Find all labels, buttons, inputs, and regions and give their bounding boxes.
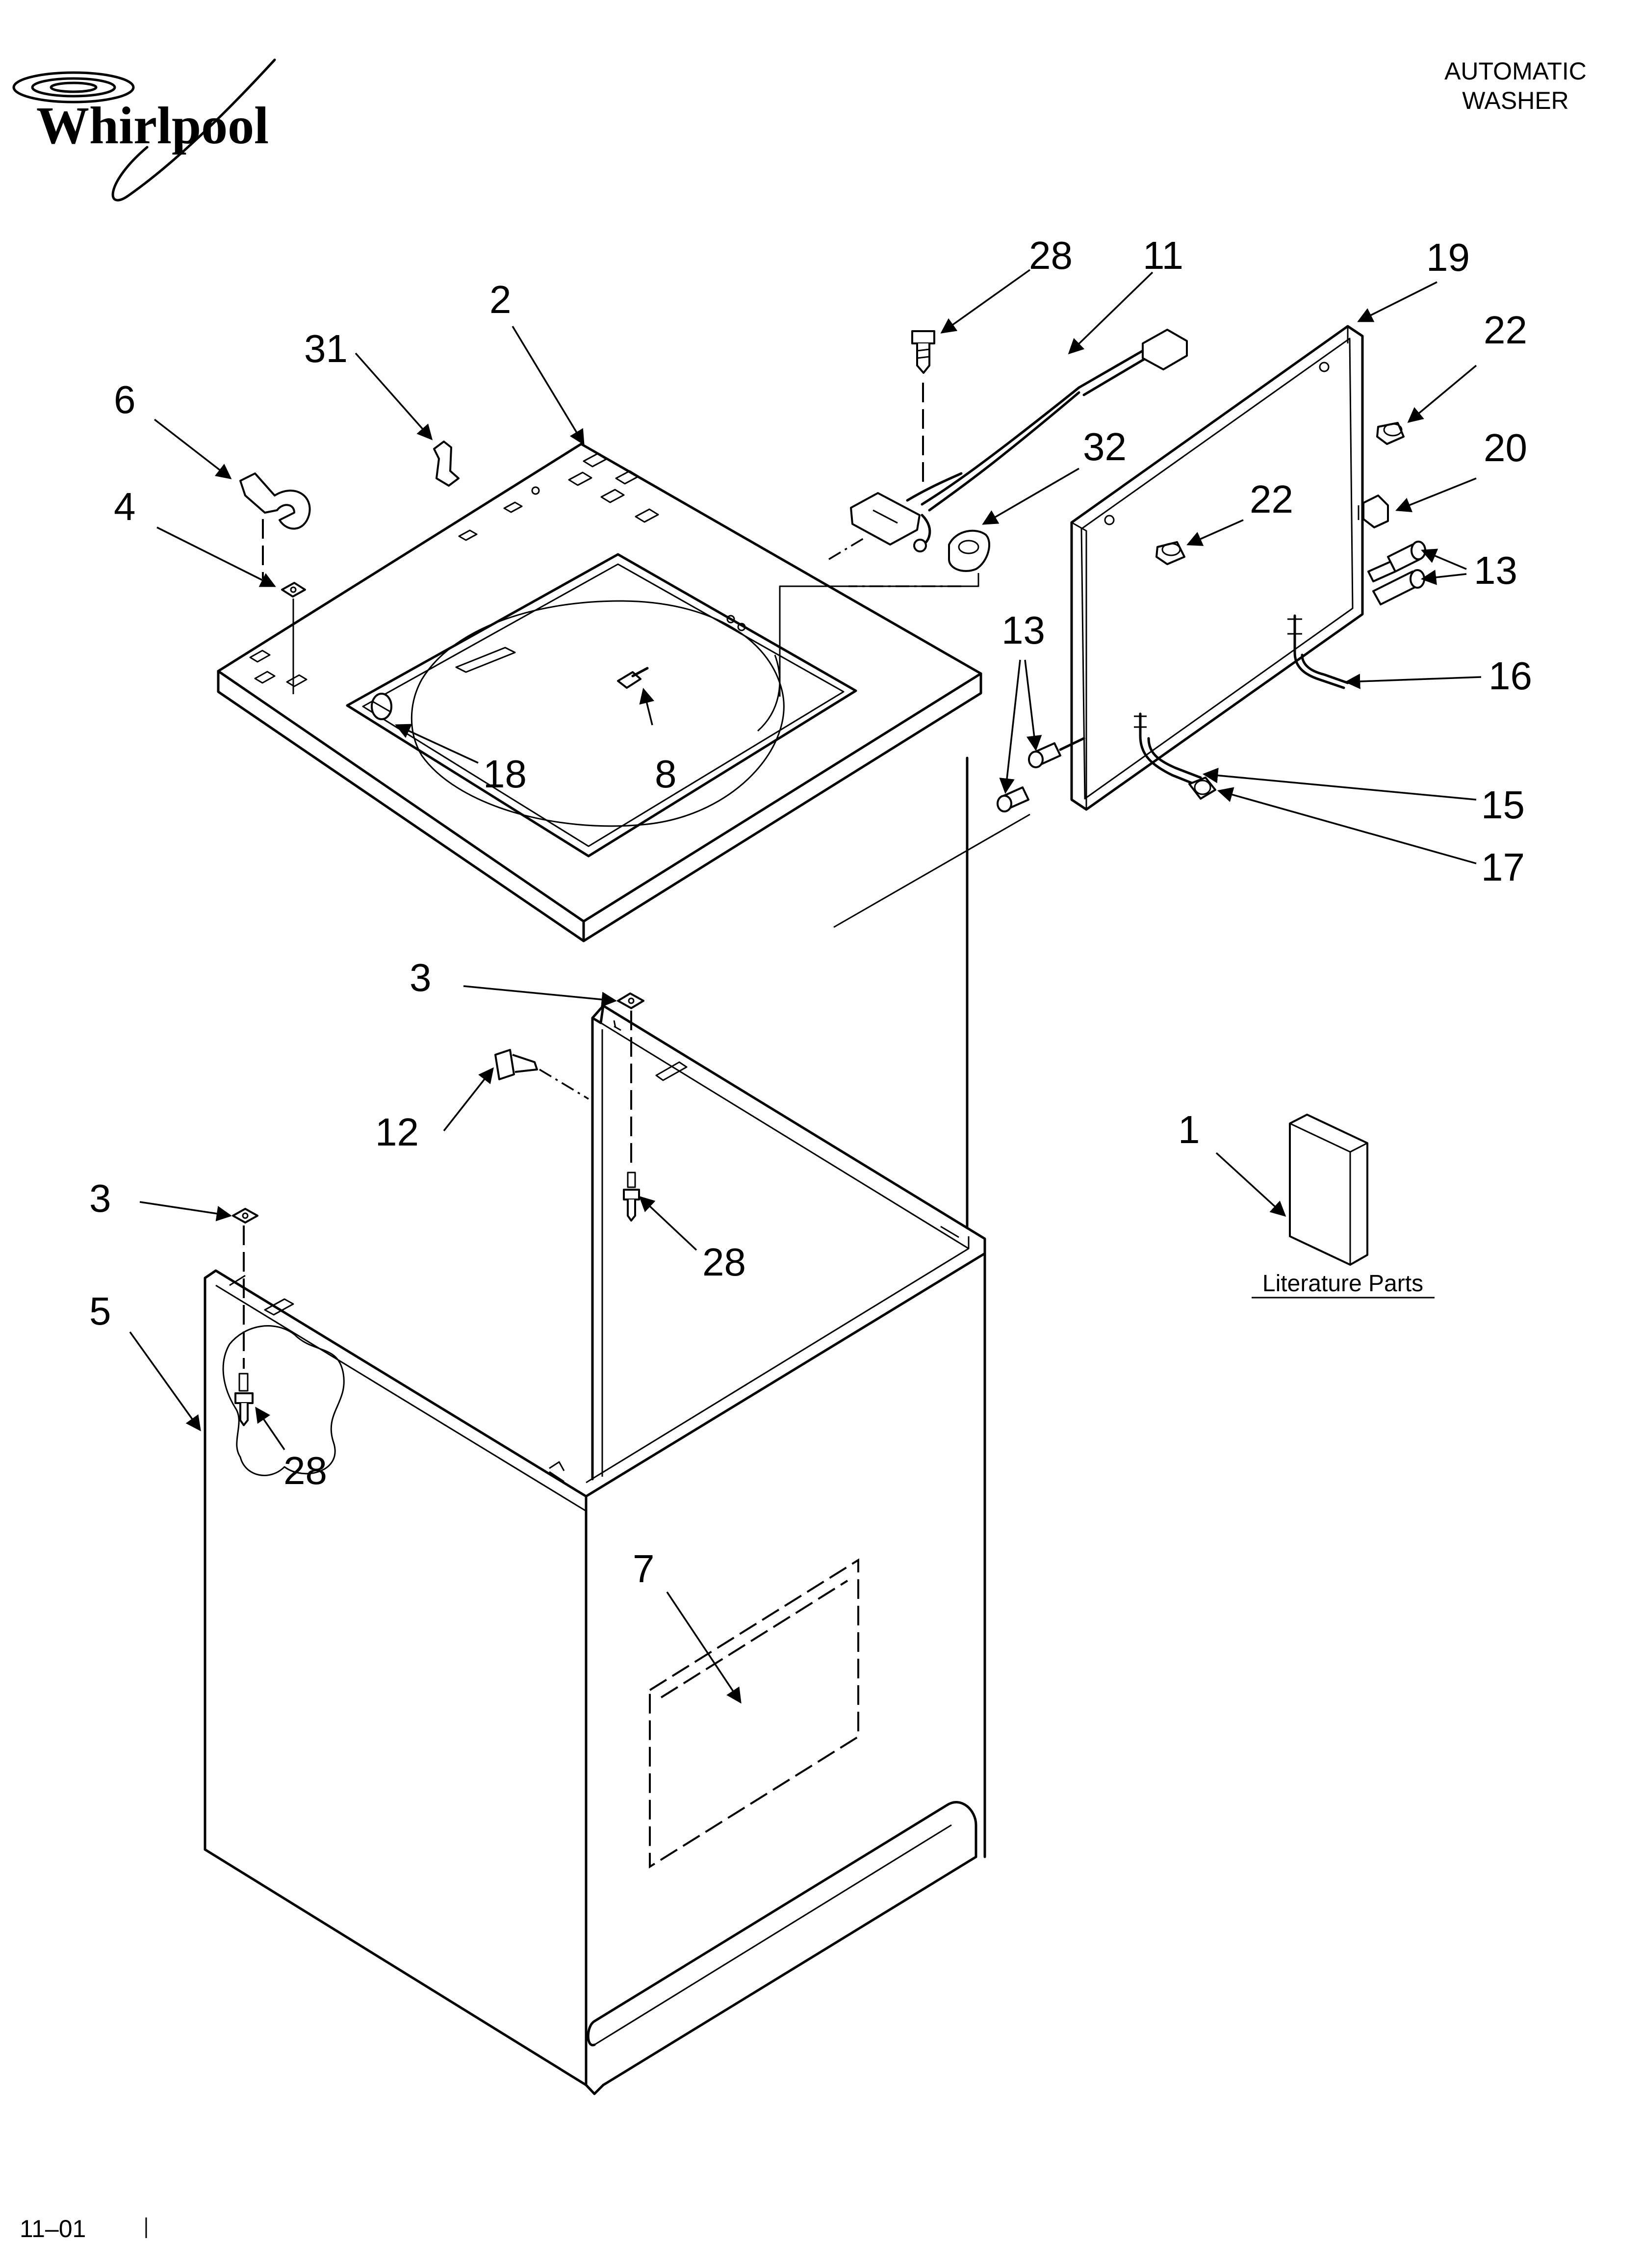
callout-13-left: 13 xyxy=(1001,608,1045,652)
callout-28-mid: 28 xyxy=(702,1240,746,1284)
callout-22-right: 22 xyxy=(1484,308,1527,352)
lid-frame xyxy=(1070,325,1364,811)
callout-3-upper: 3 xyxy=(410,956,432,999)
hinge-rod-16 xyxy=(1287,614,1349,689)
top-slots xyxy=(249,453,746,687)
leader-lines xyxy=(129,269,1482,1704)
align-line-lid xyxy=(833,813,1030,928)
doc-title-line1: AUTOMATIC xyxy=(1444,57,1587,85)
align-line-switch-left xyxy=(828,538,864,560)
hinge-bushing-22-right xyxy=(1376,422,1405,445)
doc-title-line2: WASHER xyxy=(1462,87,1569,114)
hinge-bushing-22-inner xyxy=(1155,541,1185,565)
callout-20: 20 xyxy=(1484,426,1527,469)
console-panel-outline-7 xyxy=(649,1558,859,1869)
callout-11: 11 xyxy=(1143,234,1183,277)
whirlpool-logo: Whirlpool xyxy=(12,58,276,202)
top-cover xyxy=(217,443,982,942)
callout-8: 8 xyxy=(655,752,677,796)
callout-12: 12 xyxy=(375,1110,419,1154)
callout-7: 7 xyxy=(633,1547,655,1590)
align-line-screw-12 xyxy=(539,1069,589,1100)
hinge-pin-20 xyxy=(1358,495,1389,528)
nut-4 xyxy=(281,582,306,598)
screw-8 xyxy=(617,667,649,689)
callout-22-inner: 22 xyxy=(1250,477,1293,521)
callout-18: 18 xyxy=(483,752,527,796)
screw-28-mid xyxy=(623,1172,640,1222)
callout-6: 6 xyxy=(114,378,136,421)
nut-3-upper xyxy=(617,992,644,1009)
callout-17: 17 xyxy=(1481,845,1525,889)
bushing-17 xyxy=(1188,777,1216,800)
callout-16: 16 xyxy=(1488,654,1532,698)
clip-6 xyxy=(239,472,311,530)
hinge-rod-15 xyxy=(1134,712,1202,786)
screws-13-right xyxy=(1367,541,1426,605)
footer-code: 11–01 xyxy=(20,2215,86,2242)
screw-28-low xyxy=(234,1373,254,1426)
callout-28-low: 28 xyxy=(283,1449,327,1492)
callout-19: 19 xyxy=(1426,235,1470,279)
align-line-bumper xyxy=(779,573,979,697)
brand-name: Whirlpool xyxy=(36,97,269,155)
screw-28-top xyxy=(911,330,935,374)
literature-parts-label: Literature Parts xyxy=(1262,1271,1423,1297)
callout-13-right: 13 xyxy=(1474,548,1517,592)
callout-28-top: 28 xyxy=(1029,234,1073,277)
callout-3-left: 3 xyxy=(89,1176,111,1220)
cabinet xyxy=(204,756,986,2095)
literature-booklet xyxy=(1289,1114,1368,1266)
screws-13-left xyxy=(997,737,1085,812)
spring-clip-31 xyxy=(433,441,460,487)
callout-32: 32 xyxy=(1083,425,1127,469)
callout-1: 1 xyxy=(1178,1108,1200,1151)
cabinet-cutaway xyxy=(222,1325,345,1476)
nut-3-left xyxy=(232,1208,258,1224)
callout-2: 2 xyxy=(489,278,512,321)
callout-31: 31 xyxy=(304,327,348,370)
callout-15: 15 xyxy=(1481,783,1525,827)
callout-4: 4 xyxy=(114,485,136,528)
lid-bumper-32 xyxy=(948,529,991,572)
hinge-bumper xyxy=(371,693,392,720)
screw-12 xyxy=(494,1049,538,1080)
lid-switch-harness xyxy=(850,329,1188,552)
callout-5: 5 xyxy=(89,1289,111,1333)
